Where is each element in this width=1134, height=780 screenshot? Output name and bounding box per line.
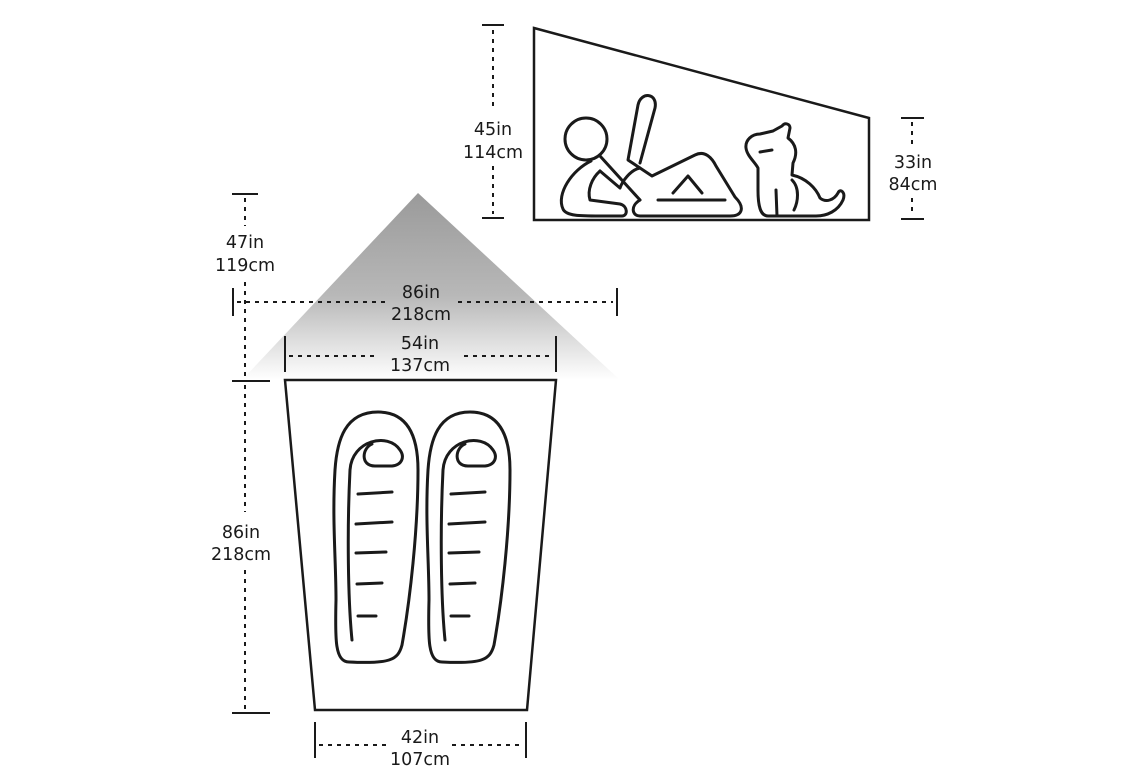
tent-floor-outline: [283, 378, 558, 712]
floor-length-cm-label: 218cm: [211, 545, 271, 565]
sleeping-bag-left: [332, 410, 420, 664]
floor-plan: 47in 119cm 86in 218cm 54in 137cm: [211, 193, 620, 770]
vestibule-shape: [242, 193, 620, 380]
dog-illustration: [744, 122, 846, 218]
peak-height-in-label: 45in: [474, 120, 512, 140]
side-view-outline: [532, 26, 871, 222]
sleeping-bag-right: [425, 410, 512, 664]
peak-height-dimension: 45in 114cm: [463, 24, 523, 219]
foot-height-cm-label: 84cm: [889, 175, 938, 195]
foot-height-in-label: 33in: [894, 153, 932, 173]
vestibule-depth-dimension: 47in 119cm: [215, 193, 275, 376]
foot-width-dimension: 42in 107cm: [314, 722, 527, 770]
vestibule-depth-in-label: 47in: [226, 233, 264, 253]
total-width-cm-label: 218cm: [391, 305, 451, 325]
floor-length-dimension: 86in 218cm: [211, 380, 271, 714]
total-width-in-label: 86in: [402, 283, 440, 303]
floor-length-in-label: 86in: [222, 523, 260, 543]
peak-height-cm-label: 114cm: [463, 143, 523, 163]
vestibule-depth-cm-label: 119cm: [215, 256, 275, 276]
total-width-dimension: 86in 218cm: [232, 283, 618, 325]
foot-height-dimension: 33in 84cm: [889, 117, 938, 220]
foot-width-in-label: 42in: [401, 728, 439, 748]
head-width-cm-label: 137cm: [390, 356, 450, 376]
head-width-in-label: 54in: [401, 334, 439, 354]
side-view: 45in 114cm 33in 84cm: [463, 24, 938, 222]
foot-width-cm-label: 107cm: [390, 750, 450, 770]
head-width-dimension: 54in 137cm: [284, 334, 557, 376]
person-illustration: [559, 94, 743, 218]
